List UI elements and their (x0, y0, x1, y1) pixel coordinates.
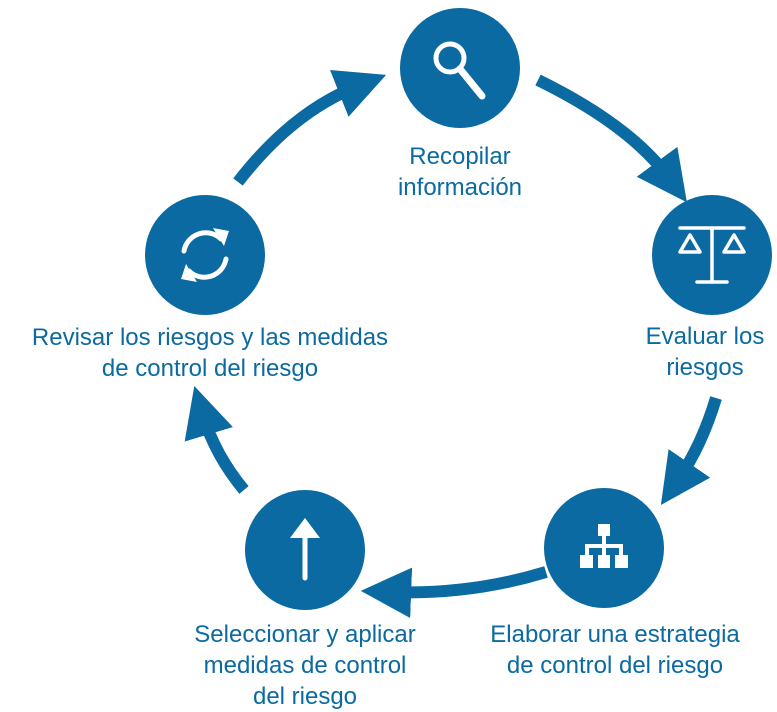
step-4-node (245, 490, 365, 610)
step-4-label-line-2: medidas de control (203, 652, 407, 679)
step-3-node (544, 488, 664, 608)
arrow-up-icon (290, 518, 320, 581)
step-4-label-line-3: del riesgo (252, 683, 358, 710)
step-1-node (400, 8, 520, 128)
step-3-label-line-2: de control del riesgo (506, 652, 724, 679)
step-3-label: Elaborar una estrategia de control del r… (460, 619, 770, 681)
step-2-label: Evaluar los riesgos (630, 321, 777, 383)
step-1-label-line-2: información (397, 174, 523, 201)
hierarchy-icon (580, 524, 628, 568)
arrow-step1-to-step2 (535, 74, 687, 203)
step-2-node (652, 195, 772, 315)
step-5-label-line-2: de control del riesgo (101, 355, 319, 382)
arrow-step2-to-step3 (660, 396, 722, 505)
step-2-label-line-2: riesgos (666, 354, 744, 381)
arrow-step5-to-step1 (233, 69, 387, 186)
step-1-label-line-1: Recopilar (409, 143, 511, 170)
step-1-label: Recopilar información (360, 141, 560, 203)
arrow-step3-to-step4 (360, 566, 548, 618)
step-3-label-line-1: Elaborar una estrategia (490, 621, 740, 648)
step-2-label-line-1: Evaluar los (645, 323, 765, 350)
balance-scale-icon (678, 226, 746, 284)
step-5-label-line-1: Revisar los riesgos y las medidas (31, 324, 389, 351)
step-4-label-line-1: Seleccionar y aplicar (194, 621, 416, 648)
arrow-step4-to-step5 (184, 386, 249, 494)
search-icon (433, 41, 486, 100)
step-5-node (145, 195, 265, 315)
step-5-label: Revisar los riesgos y las medidas de con… (0, 322, 420, 384)
refresh-icon (181, 228, 229, 282)
step-4-label: Seleccionar y aplicar medidas de control… (160, 619, 450, 712)
